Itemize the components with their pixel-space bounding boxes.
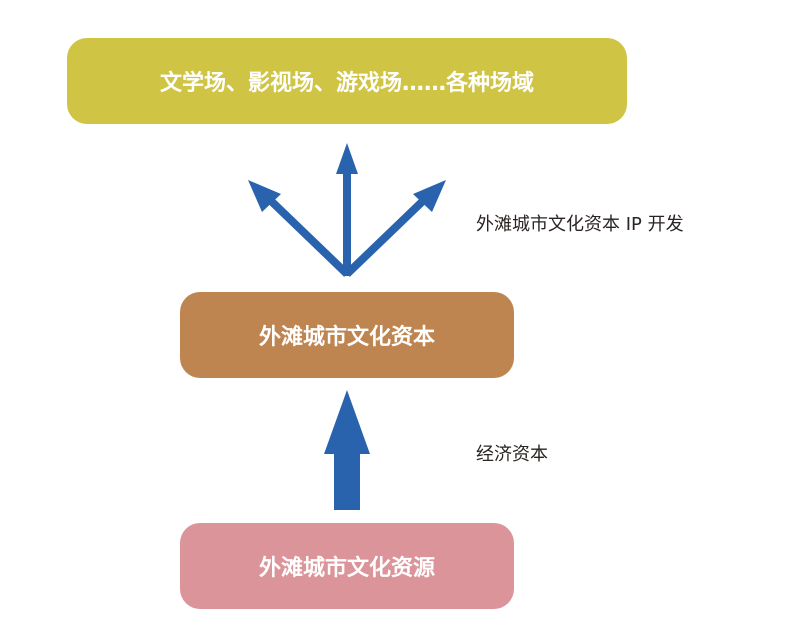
arrow-up-left [248, 180, 350, 277]
cultural-capital-text: 外滩城市文化资本 [258, 325, 435, 350]
cultural-resources-text: 外滩城市文化资源 [258, 556, 435, 581]
arrow-up-thick [324, 390, 370, 510]
fields-text: 文学场、影视场、游戏场……各种场域 [159, 71, 534, 96]
cultural-capital-box: 外滩城市文化资本 [180, 292, 514, 378]
arrow-up-center [336, 143, 358, 276]
fields-box: 文学场、影视场、游戏场……各种场域 [67, 38, 627, 124]
arrow-up-right [344, 180, 446, 277]
economic-capital-label: 经济资本 [476, 444, 548, 465]
cultural-resources-box: 外滩城市文化资源 [180, 523, 514, 609]
ip-development-label: 外滩城市文化资本 IP 开发 [476, 214, 684, 235]
